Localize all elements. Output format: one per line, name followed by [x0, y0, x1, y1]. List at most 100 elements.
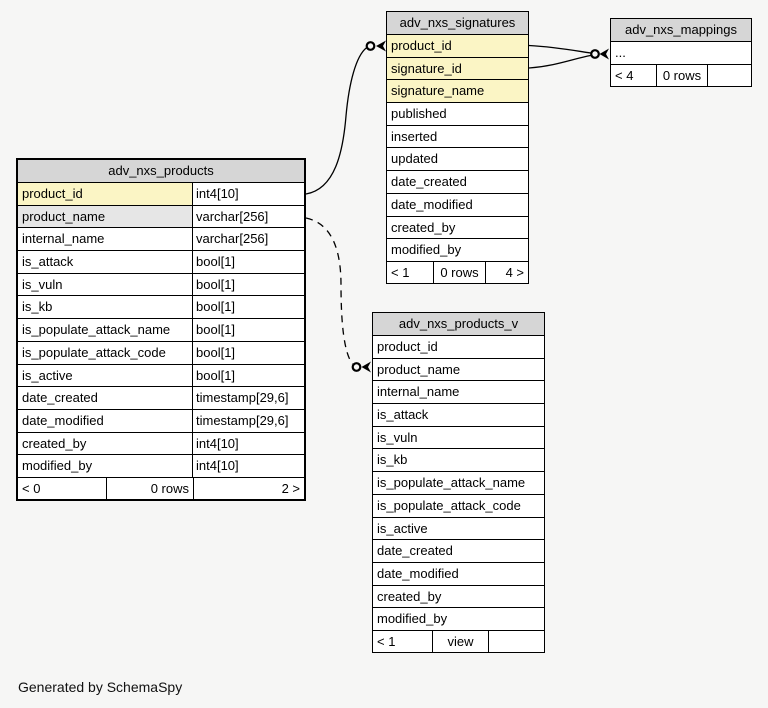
column-name: date_modified	[22, 412, 104, 428]
table-footer: < 1 view	[373, 630, 544, 652]
column-row: is_attack	[373, 404, 544, 427]
table-adv-nxs-mappings: adv_nxs_mappings ... < 4 0 rows	[610, 18, 752, 87]
column-name: is_kb	[377, 452, 408, 468]
column-row: date_created	[387, 171, 528, 194]
generated-by-note: Generated by SchemaSpy	[18, 679, 183, 695]
column-row: modified_by	[373, 608, 544, 631]
column-type: timestamp[29,6]	[192, 409, 304, 432]
column-type: int4[10]	[192, 432, 304, 455]
table-title-adv-nxs-signatures[interactable]: adv_nxs_signatures	[387, 12, 528, 35]
column-name: date_modified	[377, 565, 459, 581]
column-row: is_kb	[373, 449, 544, 473]
table-footer: < 1 0 rows 4 >	[387, 261, 528, 283]
column-name: signature_name	[391, 83, 485, 99]
crowsfoot-arrow-signatures	[376, 40, 386, 52]
column-type: bool[1]	[192, 251, 304, 273]
column-name: date_created	[22, 390, 98, 406]
column-name: modified_by	[391, 242, 462, 258]
table-title-adv-nxs-products-v[interactable]: adv_nxs_products_v	[373, 313, 544, 336]
column-name: product_name	[377, 361, 461, 377]
crowsfoot-arrow-products-v	[361, 361, 371, 373]
column-name: is_populate_attack_code	[377, 497, 521, 513]
column-name: published	[391, 106, 447, 122]
footer-related-left: < 1	[377, 633, 396, 649]
column-name: signature_id	[391, 60, 462, 76]
table-title-adv-nxs-mappings[interactable]: adv_nxs_mappings	[611, 19, 751, 42]
column-row: date_modified	[373, 562, 544, 586]
column-row: published	[387, 103, 528, 126]
column-name: updated	[391, 151, 438, 167]
column-row: is_vuln	[373, 426, 544, 450]
footer-related-left: < 4	[615, 67, 634, 83]
footer-row-count: 0 rows	[656, 64, 707, 86]
column-name: date_modified	[391, 196, 473, 212]
column-name: inserted	[391, 128, 438, 144]
column-row: modified_by	[387, 239, 528, 262]
column-row: date_modified timestamp[29,6]	[18, 409, 304, 433]
table-footer: < 0 0 rows 2 >	[18, 477, 304, 499]
column-name: is_populate_attack_name	[22, 322, 171, 338]
column-type: bool[1]	[192, 341, 304, 364]
column-name: internal_name	[377, 384, 460, 400]
column-row: updated	[387, 148, 528, 172]
column-type: bool[1]	[192, 296, 304, 319]
footer-related-left: < 1	[391, 264, 410, 280]
footer-related-right	[707, 64, 751, 86]
column-row: is_populate_attack_name	[373, 472, 544, 495]
column-name: product_id	[377, 339, 438, 354]
relation-line-signatures-productid-to-mappings	[528, 44, 591, 54]
column-name: product_id	[391, 38, 452, 53]
column-row: created_by	[373, 585, 544, 609]
column-row: date_created	[373, 540, 544, 563]
footer-related-right	[488, 630, 544, 652]
column-name: is_attack	[377, 407, 429, 423]
column-name: modified_by	[377, 611, 448, 627]
zero-or-more-ring-products-v	[351, 362, 362, 372]
table-title-adv-nxs-products[interactable]: adv_nxs_products	[18, 160, 304, 183]
column-name: is_active	[22, 367, 73, 383]
column-name: date_created	[377, 543, 453, 559]
column-name: is_kb	[22, 299, 53, 315]
column-type: timestamp[29,6]	[192, 387, 304, 409]
relation-line-products-to-products-v	[305, 217, 354, 365]
column-name: created_by	[377, 588, 442, 604]
footer-row-count: 0 rows	[106, 477, 193, 499]
column-row: is_kb bool[1]	[18, 296, 304, 320]
column-name: is_populate_attack_name	[377, 475, 526, 491]
column-row: is_active	[373, 517, 544, 541]
column-name: is_populate_attack_code	[22, 344, 166, 360]
column-row: date_modified	[387, 193, 528, 217]
column-type: varchar[256]	[192, 205, 304, 228]
column-name: created_by	[391, 219, 456, 235]
zero-or-more-ring-mappings	[590, 49, 600, 59]
column-name: created_by	[22, 435, 87, 451]
footer-related-right: 4 >	[485, 261, 528, 283]
column-type: bool[1]	[192, 364, 304, 387]
column-name: is_active	[377, 520, 428, 536]
column-row: signature_id	[387, 57, 528, 81]
column-row: created_by int4[10]	[18, 432, 304, 456]
table-footer: < 4 0 rows	[611, 64, 751, 86]
relation-line-products-to-signatures	[305, 47, 367, 195]
column-name: internal_name	[22, 231, 105, 247]
column-name: modified_by	[22, 458, 93, 474]
column-list: ...	[611, 42, 751, 65]
footer-related-left: < 0	[22, 480, 41, 496]
column-type: int4[10]	[192, 183, 304, 205]
table-adv-nxs-signatures: adv_nxs_signatures product_id signature_i…	[386, 11, 529, 284]
zero-or-more-ring-signatures	[365, 41, 376, 51]
crowsfoot-arrow-mappings	[599, 48, 609, 60]
column-row: product_name	[373, 358, 544, 382]
footer-row-count: 0 rows	[433, 261, 485, 283]
column-list: product_id product_name internal_name is_at…	[373, 336, 544, 631]
column-row: signature_name	[387, 80, 528, 104]
column-row: product_id	[373, 336, 544, 359]
